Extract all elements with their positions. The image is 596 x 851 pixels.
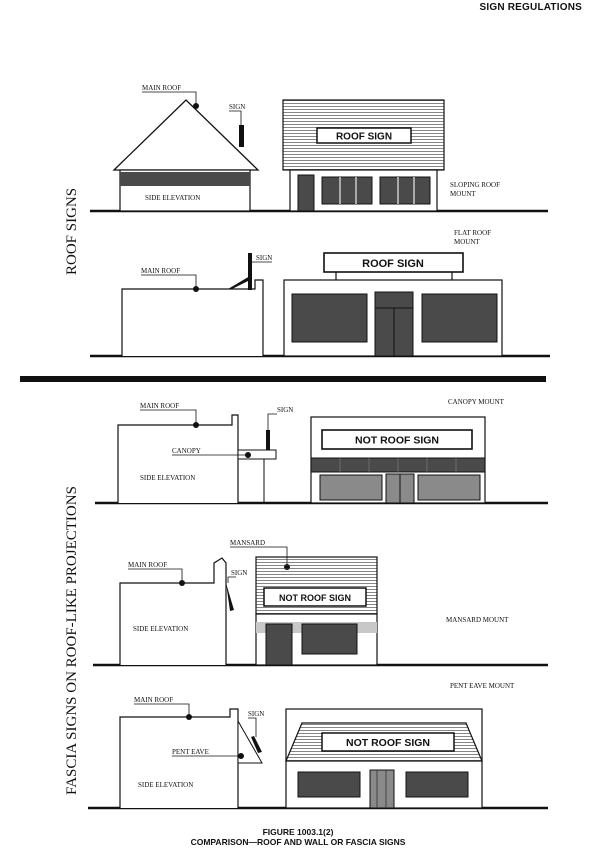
side-elevation-wall bbox=[117, 414, 239, 503]
label-pent-eave: PENT EAVE bbox=[172, 748, 209, 756]
roof-sign-text: ROOF SIGN bbox=[336, 132, 392, 143]
side-elevation-wall bbox=[119, 557, 227, 665]
label-side-elevation: SIDE ELEVATION bbox=[138, 781, 193, 789]
label-main-roof: MAIN ROOF bbox=[140, 402, 179, 410]
label-sign: SIGN bbox=[248, 710, 264, 718]
roof-sign-board bbox=[316, 127, 412, 144]
label-main-roof: MAIN ROOF bbox=[141, 267, 180, 275]
roof-sign-board bbox=[323, 252, 464, 273]
panel-canopy: CANOPY MOUNT MAIN ROOF SIGN CANOPY SIDE … bbox=[95, 398, 548, 505]
label-mount-line1: SLOPING ROOF bbox=[450, 181, 500, 189]
panel-pent-eave: PENT EAVE MOUNT MAIN ROOF SIGN PENT EAVE… bbox=[88, 682, 548, 810]
side-elevation-wall bbox=[119, 708, 239, 808]
section-title-roof-signs: ROOF SIGNS bbox=[64, 188, 80, 275]
label-canopy: CANOPY bbox=[172, 447, 201, 455]
label-mount-line1: FLAT ROOF bbox=[454, 229, 491, 237]
storefront-door bbox=[369, 769, 395, 809]
panel-flat-roof: FLAT ROOF MOUNT MAIN ROOF SIGN ROOF SIGN bbox=[90, 229, 550, 358]
figure-caption: COMPARISON—ROOF AND WALL OR FASCIA SIGNS bbox=[190, 837, 406, 847]
storefront-door bbox=[297, 174, 315, 212]
label-sign: SIGN bbox=[256, 254, 272, 262]
sign-brace bbox=[228, 276, 250, 289]
fascia-band bbox=[120, 172, 250, 186]
label-mount-line2: MOUNT bbox=[454, 238, 480, 246]
label-mount-line2: MOUNT bbox=[450, 190, 476, 198]
storefront-window-left bbox=[297, 771, 361, 798]
label-mansard: MANSARD bbox=[230, 539, 265, 547]
pent-eave-projection bbox=[237, 719, 263, 764]
label-main-roof: MAIN ROOF bbox=[142, 84, 181, 92]
label-main-roof: MAIN ROOF bbox=[134, 696, 173, 704]
roof-sign-text: ROOF SIGN bbox=[362, 258, 424, 270]
section-title-fascia-signs: FASCIA SIGNS ON ROOF-LIKE PROJECTIONS bbox=[64, 486, 80, 795]
fascia-sign-text: NOT ROOF SIGN bbox=[279, 593, 351, 603]
label-side-elevation: SIDE ELEVATION bbox=[133, 625, 188, 633]
storefront-window-left bbox=[291, 293, 368, 343]
label-main-roof: MAIN ROOF bbox=[128, 561, 167, 569]
roof-sign-post bbox=[248, 253, 252, 290]
storefront-window-right bbox=[421, 293, 498, 343]
section-divider bbox=[20, 376, 546, 382]
label-side-elevation: SIDE ELEVATION bbox=[145, 194, 200, 202]
canopy-projection bbox=[237, 449, 277, 460]
side-elevation-wall bbox=[121, 279, 264, 356]
storefront-window-right bbox=[405, 771, 469, 798]
mansard-sign-brace bbox=[226, 583, 234, 611]
page-header: SIGN REGULATIONS bbox=[479, 2, 582, 13]
label-mount: MANSARD MOUNT bbox=[446, 616, 509, 624]
storefront-window-left bbox=[319, 474, 383, 501]
fascia-sign-board bbox=[321, 732, 455, 752]
roof-sign-post bbox=[239, 125, 244, 147]
fascia-sign-board bbox=[263, 587, 367, 607]
storefront-window-right bbox=[379, 176, 431, 205]
storefront-window bbox=[301, 623, 358, 655]
panel-mansard: MAIN ROOF SIGN MANSARD SIDE ELEVATION NO… bbox=[93, 539, 548, 667]
fascia-sign-text: NOT ROOF SIGN bbox=[355, 435, 439, 447]
fascia-sign-text: NOT ROOF SIGN bbox=[346, 737, 430, 749]
canopy-sign-post bbox=[266, 430, 270, 450]
panel-sloping-roof: MAIN ROOF SIGN SIDE ELEVATION ROOF SIGN … bbox=[90, 84, 548, 213]
label-mount: CANOPY MOUNT bbox=[448, 398, 505, 406]
label-sign: SIGN bbox=[277, 406, 293, 414]
storefront-door bbox=[265, 623, 293, 666]
label-mount: PENT EAVE MOUNT bbox=[450, 682, 515, 690]
fascia-sign-board bbox=[321, 429, 473, 450]
label-side-elevation: SIDE ELEVATION bbox=[140, 474, 195, 482]
figure-number: FIGURE 1003.1(2) bbox=[262, 827, 334, 837]
storefront-window-left bbox=[321, 176, 373, 205]
label-sign: SIGN bbox=[229, 103, 245, 111]
storefront-window-right bbox=[417, 474, 481, 501]
pent-eave-sign bbox=[251, 736, 262, 753]
label-sign: SIGN bbox=[231, 569, 247, 577]
